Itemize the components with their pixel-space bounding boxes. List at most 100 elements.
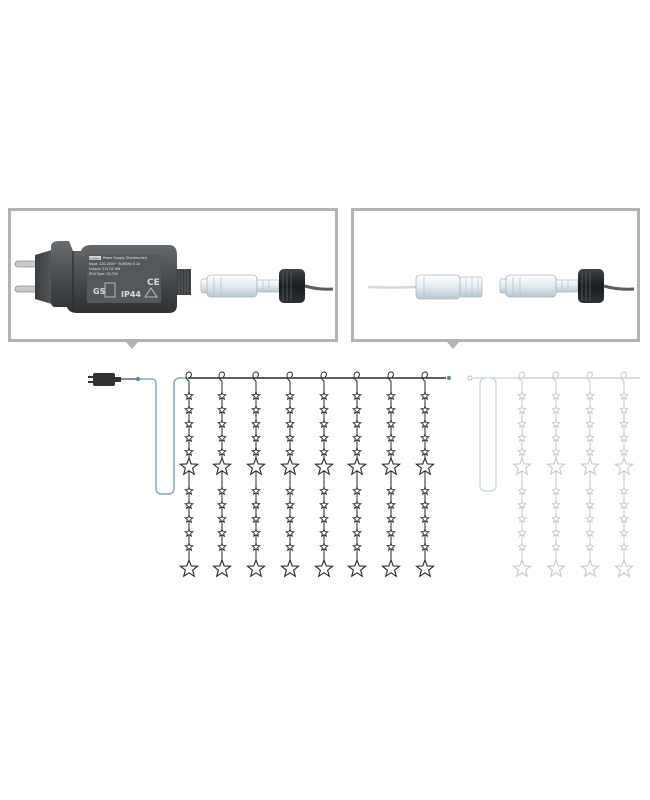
- star-led-icon: [420, 499, 430, 510]
- star-led-icon: [251, 432, 261, 443]
- star-led-icon: [517, 485, 527, 496]
- hanging-hook-icon: [518, 371, 525, 382]
- star-led-icon: [551, 527, 561, 538]
- extension-strand-1: [511, 371, 533, 578]
- large-star-led-icon: [346, 456, 368, 476]
- star-led-icon: [285, 541, 295, 552]
- large-star-led-icon: [313, 456, 335, 476]
- star-led-icon: [585, 390, 595, 401]
- gs-mark: GS: [93, 287, 106, 296]
- large-star-led-icon: [245, 558, 267, 578]
- star-led-icon: [352, 418, 362, 429]
- star-led-icon: [585, 446, 595, 457]
- star-led-icon: [319, 541, 329, 552]
- star-led-icon: [184, 513, 194, 524]
- star-led-icon: [386, 499, 396, 510]
- hanging-hook-icon: [218, 371, 225, 382]
- star-led-icon: [420, 485, 430, 496]
- strand-3: [245, 371, 267, 578]
- star-led-icon: [386, 541, 396, 552]
- star-led-icon: [217, 527, 227, 538]
- star-led-icon: [420, 541, 430, 552]
- right-panel-pointer: [446, 341, 460, 349]
- connector-dot-icon: [136, 377, 140, 381]
- star-led-icon: [420, 513, 430, 524]
- mini-adapter-icon: [88, 373, 121, 386]
- star-led-icon: [184, 418, 194, 429]
- hanging-hook-icon: [185, 371, 192, 382]
- star-led-icon: [619, 499, 629, 510]
- star-led-icon: [517, 499, 527, 510]
- power-adapter: Golden Power Supply (Transformer) Input:…: [51, 241, 177, 313]
- star-led-icon: [386, 432, 396, 443]
- star-led-icon: [619, 432, 629, 443]
- star-led-icon: [319, 418, 329, 429]
- star-led-icon: [585, 513, 595, 524]
- star-led-icon: [217, 499, 227, 510]
- large-star-led-icon: [511, 456, 533, 476]
- star-led-icon: [420, 390, 430, 401]
- star-led-icon: [319, 432, 329, 443]
- star-led-icon: [386, 404, 396, 415]
- star-led-icon: [619, 541, 629, 552]
- star-led-icon: [217, 404, 227, 415]
- warning-triangle-icon: [144, 287, 158, 298]
- large-star-led-icon: [579, 558, 601, 578]
- hanging-hook-icon: [252, 371, 259, 382]
- star-led-icon: [184, 541, 194, 552]
- extension-connector-dot-icon: [467, 375, 473, 381]
- threaded-output-icon: [177, 269, 191, 295]
- star-led-icon: [420, 432, 430, 443]
- strand-2: [211, 371, 233, 578]
- hanging-hook-icon: [586, 371, 593, 382]
- adapter-brand-text: Golden: [89, 256, 100, 260]
- star-led-icon: [285, 446, 295, 457]
- star-led-icon: [352, 541, 362, 552]
- extension-strand-2: [545, 371, 567, 578]
- waterproof-connector-icon: [499, 274, 579, 298]
- star-led-icon: [184, 432, 194, 443]
- star-led-icon: [619, 418, 629, 429]
- star-led-icon: [551, 541, 561, 552]
- star-led-icon: [217, 485, 227, 496]
- large-star-led-icon: [414, 558, 436, 578]
- star-led-icon: [352, 513, 362, 524]
- star-led-icon: [217, 541, 227, 552]
- star-led-icon: [319, 404, 329, 415]
- star-led-icon: [585, 541, 595, 552]
- euro-plug-icon: [14, 249, 55, 305]
- lead-cable: [140, 377, 190, 495]
- strand-7: [380, 371, 402, 578]
- star-led-icon: [619, 390, 629, 401]
- star-led-icon: [251, 404, 261, 415]
- curtain-light-diagram: [88, 371, 640, 578]
- star-led-icon: [352, 404, 362, 415]
- star-led-icon: [619, 513, 629, 524]
- star-led-icon: [285, 390, 295, 401]
- star-led-icon: [585, 418, 595, 429]
- star-led-icon: [319, 527, 329, 538]
- star-led-icon: [285, 404, 295, 415]
- adapter-detail-panel: Golden Power Supply (Transformer) Input:…: [8, 208, 338, 342]
- star-led-icon: [184, 404, 194, 415]
- star-led-icon: [352, 390, 362, 401]
- star-led-icon: [352, 527, 362, 538]
- star-led-icon: [517, 390, 527, 401]
- screw-cap-icon: [578, 269, 604, 303]
- star-led-icon: [517, 527, 527, 538]
- star-led-icon: [619, 404, 629, 415]
- star-led-icon: [420, 527, 430, 538]
- star-led-icon: [352, 446, 362, 457]
- ce-mark: CE: [147, 278, 160, 288]
- star-led-icon: [517, 404, 527, 415]
- large-star-led-icon: [279, 456, 301, 476]
- star-led-icon: [251, 541, 261, 552]
- adapter-label-line2: Input: 220-240V~ 50/60Hz 0.1A: [89, 262, 141, 266]
- adapter-illustration: Golden Power Supply (Transformer) Input:…: [14, 241, 334, 313]
- adapter-label-line3: Output: 31V DC 6W: [89, 267, 121, 271]
- star-led-icon: [285, 513, 295, 524]
- safety-symbol-icon: [104, 282, 116, 298]
- star-led-icon: [619, 446, 629, 457]
- star-led-icon: [217, 390, 227, 401]
- star-led-icon: [217, 418, 227, 429]
